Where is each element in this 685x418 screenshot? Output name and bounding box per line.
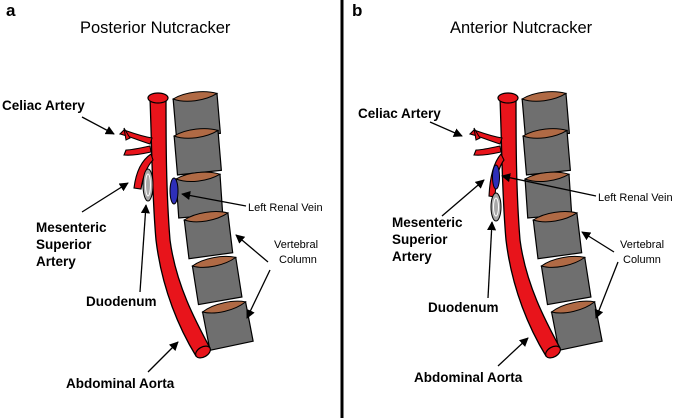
aorta-arrow	[497, 337, 529, 367]
aorta-bottom	[545, 345, 561, 359]
duodenum-arrow	[139, 204, 150, 293]
vertebra	[201, 298, 255, 352]
renal-vein-arrow	[501, 173, 597, 197]
celiac-arrow	[81, 116, 115, 135]
panel-letter: a	[6, 1, 16, 20]
panel-a: a Posterior Nutcracker	[2, 1, 323, 391]
vertebra	[173, 127, 223, 176]
aorta-bottom	[195, 345, 211, 359]
vertebra	[522, 127, 572, 176]
vertebral-label-line1: Vertebral	[620, 239, 664, 251]
sma-label-line3: Artery	[36, 254, 76, 269]
vertebral-arrow-1	[581, 231, 615, 253]
sma-arrow	[441, 179, 485, 217]
left-renal-vein	[492, 164, 500, 190]
vertebra	[532, 209, 583, 260]
panel-letter: b	[352, 1, 362, 20]
vertebral-arrow-2	[594, 261, 619, 319]
vertebral-label-line2: Column	[623, 254, 661, 266]
panel-b: b Anterior Nutcracker	[352, 1, 673, 385]
duodenum	[490, 192, 502, 222]
sma-label-line2: Superior	[36, 237, 92, 252]
aorta-label: Abdominal Aorta	[66, 376, 175, 391]
sma-label-line3: Artery	[392, 249, 432, 264]
panel-title: Anterior Nutcracker	[450, 19, 593, 37]
celiac-label: Celiac Artery	[2, 98, 85, 113]
duodenum	[142, 168, 154, 202]
panel-title: Posterior Nutcracker	[80, 19, 231, 37]
vertebral-arrow-1	[235, 234, 269, 263]
celiac-arrow	[429, 121, 463, 137]
vertebra	[191, 254, 243, 306]
sma-label-line1: Mesenteric	[36, 220, 107, 235]
sma-label-line2: Superior	[392, 232, 448, 247]
aorta-arrow	[147, 341, 179, 373]
aorta-label: Abdominal Aorta	[414, 370, 523, 385]
renal-vein-label: Left Renal Vein	[598, 192, 673, 204]
vertebral-label-line2: Column	[279, 254, 317, 266]
duodenum-label: Duodenum	[428, 300, 499, 315]
vertebral-arrow-2	[246, 269, 271, 319]
left-renal-vein	[169, 177, 179, 205]
renal-vein-label: Left Renal Vein	[248, 202, 323, 214]
aorta-top	[497, 92, 519, 104]
aorta-top	[147, 92, 169, 104]
sma-label-line1: Mesenteric	[392, 215, 463, 230]
superior-mesenteric-artery	[133, 153, 154, 190]
celiac-label: Celiac Artery	[358, 106, 441, 121]
duodenum-label: Duodenum	[86, 294, 157, 309]
vertebra	[550, 298, 604, 352]
renal-vein-arrow	[181, 191, 247, 207]
duodenum-arrow	[487, 221, 497, 299]
sma-arrow	[81, 182, 129, 213]
vertebral-label-line1: Vertebral	[274, 239, 318, 251]
vertebra	[540, 254, 592, 306]
vertebra	[183, 209, 234, 260]
